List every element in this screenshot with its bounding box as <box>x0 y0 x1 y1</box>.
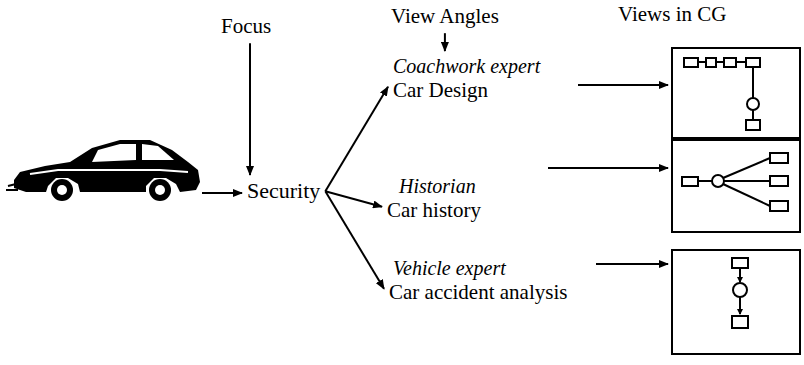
role-text: Historian <box>399 174 481 198</box>
role-text: Coachwork expert <box>393 54 540 78</box>
cg-view-box <box>672 140 800 232</box>
node-text: Car accident analysis <box>389 280 567 305</box>
cg-view-box <box>672 48 800 138</box>
node-text: Security <box>247 178 320 204</box>
car-arrow <box>202 192 242 194</box>
text-node: Vehicle expertCar accident analysis <box>386 254 570 307</box>
node-text: View Angles <box>391 4 499 29</box>
connector-arrow <box>444 33 446 51</box>
text-node: Security <box>244 176 323 206</box>
node-text: Car history <box>387 198 481 223</box>
view-arrow <box>578 84 668 86</box>
text-node: HistorianCar history <box>384 172 484 225</box>
text-node: Coachwork expertCar Design <box>390 52 543 105</box>
car-illustration <box>6 140 200 201</box>
connector-arrow <box>249 43 251 175</box>
view-arrow <box>596 263 668 265</box>
role-text: Vehicle expert <box>393 256 567 280</box>
connector-arrow <box>325 87 388 191</box>
connector-arrow <box>325 191 384 289</box>
text-node: View Angles <box>388 2 502 31</box>
node-text: Focus <box>221 14 271 39</box>
node-text: Car Design <box>393 78 540 103</box>
view-arrow <box>548 167 668 169</box>
column-heading: Views in CG <box>618 2 726 27</box>
text-node: Focus <box>218 12 274 41</box>
cg-view-box <box>672 250 800 354</box>
